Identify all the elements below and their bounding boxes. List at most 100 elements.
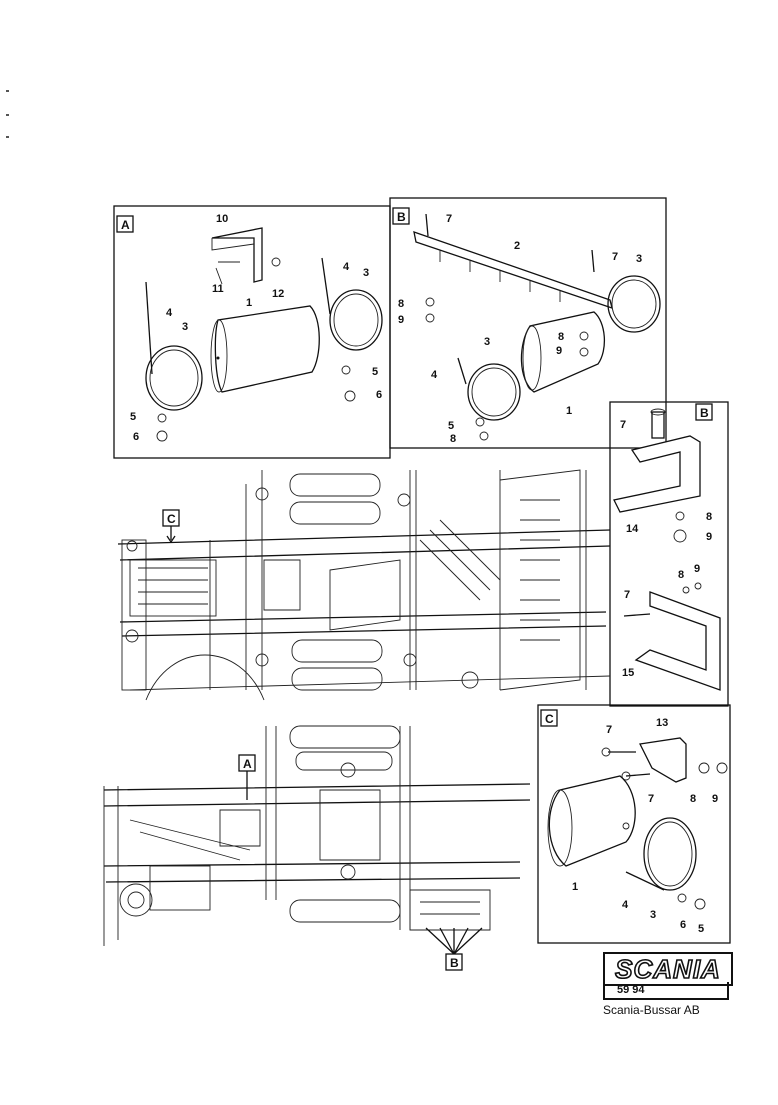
nut-9-c [716, 762, 728, 774]
bolt-4-right [321, 257, 331, 315]
nut-5-c [694, 898, 706, 910]
bellow-4 [291, 667, 383, 691]
scania-logo-word: SCANIA [614, 953, 721, 985]
label-b-2: 2 [514, 240, 520, 252]
panel-c-tag-box [540, 709, 558, 727]
bellow-7 [289, 899, 401, 923]
panel-b-tag: B [397, 210, 406, 224]
bellow-6 [295, 751, 393, 771]
bracket-15 [634, 591, 721, 691]
label-b2-7-top: 7 [620, 419, 626, 431]
label-a-3-right: 3 [363, 267, 369, 279]
label-a-5-left: 5 [130, 411, 136, 423]
air-tank-1-c [548, 775, 636, 867]
bellow-1 [289, 473, 381, 497]
label-a-4-left: 4 [166, 307, 173, 319]
washer-8-b2 [675, 511, 685, 521]
callout-b: B [450, 956, 459, 970]
rail-2 [413, 231, 613, 309]
washer-8-c [698, 762, 710, 774]
panel-a-labels: 10 4 3 11 12 1 4 3 5 6 5 6 [130, 213, 382, 443]
bolt-7-c-top [601, 747, 611, 757]
panel-b2-frame [609, 401, 729, 707]
washer-8-b2-bottom [682, 586, 690, 594]
washer-8-b [479, 431, 489, 441]
label-a-1: 1 [246, 297, 252, 309]
label-a-6-right: 6 [376, 389, 382, 401]
bolt-7-b2-top [651, 411, 665, 439]
label-b-8-bottom: 8 [450, 433, 456, 445]
bellow-5 [289, 725, 401, 749]
label-b2-7-bottom: 7 [624, 589, 630, 601]
air-tank-1-b [520, 311, 605, 393]
bolt-4-c [625, 871, 665, 891]
panel-b-tag-box [392, 207, 410, 225]
label-c-8: 8 [690, 793, 696, 805]
label-b-7-top: 7 [446, 213, 452, 225]
label-b2-8: 8 [706, 511, 712, 523]
panel-c-labels: 13 7 7 8 9 1 4 3 6 5 [572, 717, 718, 935]
label-b2-8-bottom: 8 [678, 569, 684, 581]
strap-3-left [145, 345, 203, 411]
label-b-8-mid: 8 [558, 331, 564, 343]
nut-9-b2 [673, 529, 687, 543]
bolt-7-top [425, 213, 429, 237]
label-c-9: 9 [712, 793, 718, 805]
label-a-5-right: 5 [372, 366, 378, 378]
label-a-6-left: 6 [133, 431, 139, 443]
nut-9-b2-bottom [694, 582, 702, 590]
bracket-13 [639, 737, 687, 783]
callout-a: A [243, 757, 252, 771]
label-b-7-right: 7 [612, 251, 618, 263]
label-a-4-right: 4 [343, 261, 350, 273]
bolt-7-c-bottom [621, 771, 631, 781]
label-b-4: 4 [431, 369, 438, 381]
strap-3-c [643, 817, 697, 891]
label-b-9-top: 9 [398, 314, 404, 326]
washer-8-top [425, 297, 435, 307]
panel-b: B 7 2 7 3 8 9 8 9 3 4 [389, 197, 667, 449]
bellow-2 [289, 501, 381, 525]
label-a-10: 10 [216, 213, 228, 225]
panel-b2-labels: 7 14 8 9 8 9 7 15 [620, 419, 712, 679]
scania-logo: SCANIA [603, 952, 733, 986]
label-b-1: 1 [566, 405, 572, 417]
washer-5-left [157, 413, 167, 423]
air-tank-1 [214, 305, 320, 393]
strap-3-b-right [607, 275, 661, 333]
panel-b-brackets: B 7 14 8 9 8 9 7 15 [609, 401, 729, 707]
panel-c: C 13 7 7 8 9 1 4 3 6 5 [537, 704, 731, 944]
nut-6-left [156, 430, 168, 442]
bolt-4-b [457, 357, 467, 385]
label-b-3-left: 3 [484, 336, 490, 348]
margin-mark [6, 90, 9, 92]
nut-6-right [344, 390, 356, 402]
label-b-3-right: 3 [636, 253, 642, 265]
label-b2-9: 9 [706, 531, 712, 543]
label-b-5: 5 [448, 420, 454, 432]
bolt-7-b2-bottom [623, 613, 651, 617]
label-a-12: 12 [272, 288, 284, 300]
panel-c-frame [537, 704, 731, 944]
label-b-9-mid: 9 [556, 345, 562, 357]
washer-5-b [475, 417, 485, 427]
panel-c-tag: C [545, 712, 554, 726]
label-a-3-left: 3 [182, 321, 188, 333]
bolt-4-left [145, 281, 153, 375]
washer-6-c [677, 893, 687, 903]
margin-mark [6, 114, 9, 116]
label-c-5: 5 [698, 923, 704, 935]
label-c-7-top: 7 [606, 724, 612, 736]
panel-b2-tag-box [695, 403, 713, 421]
label-c-3: 3 [650, 909, 656, 921]
panel-b-frame [389, 197, 667, 449]
label-c-4: 4 [622, 899, 629, 911]
manufacturer-name: Scania-Bussar AB [603, 1003, 700, 1017]
diagram-code: 59 94 [603, 982, 729, 1000]
nut-9-top [425, 313, 435, 323]
label-a-11: 11 [212, 283, 224, 295]
label-c-6: 6 [680, 919, 686, 931]
panel-b-labels: 7 2 7 3 8 9 8 9 3 4 5 8 1 [398, 213, 642, 445]
